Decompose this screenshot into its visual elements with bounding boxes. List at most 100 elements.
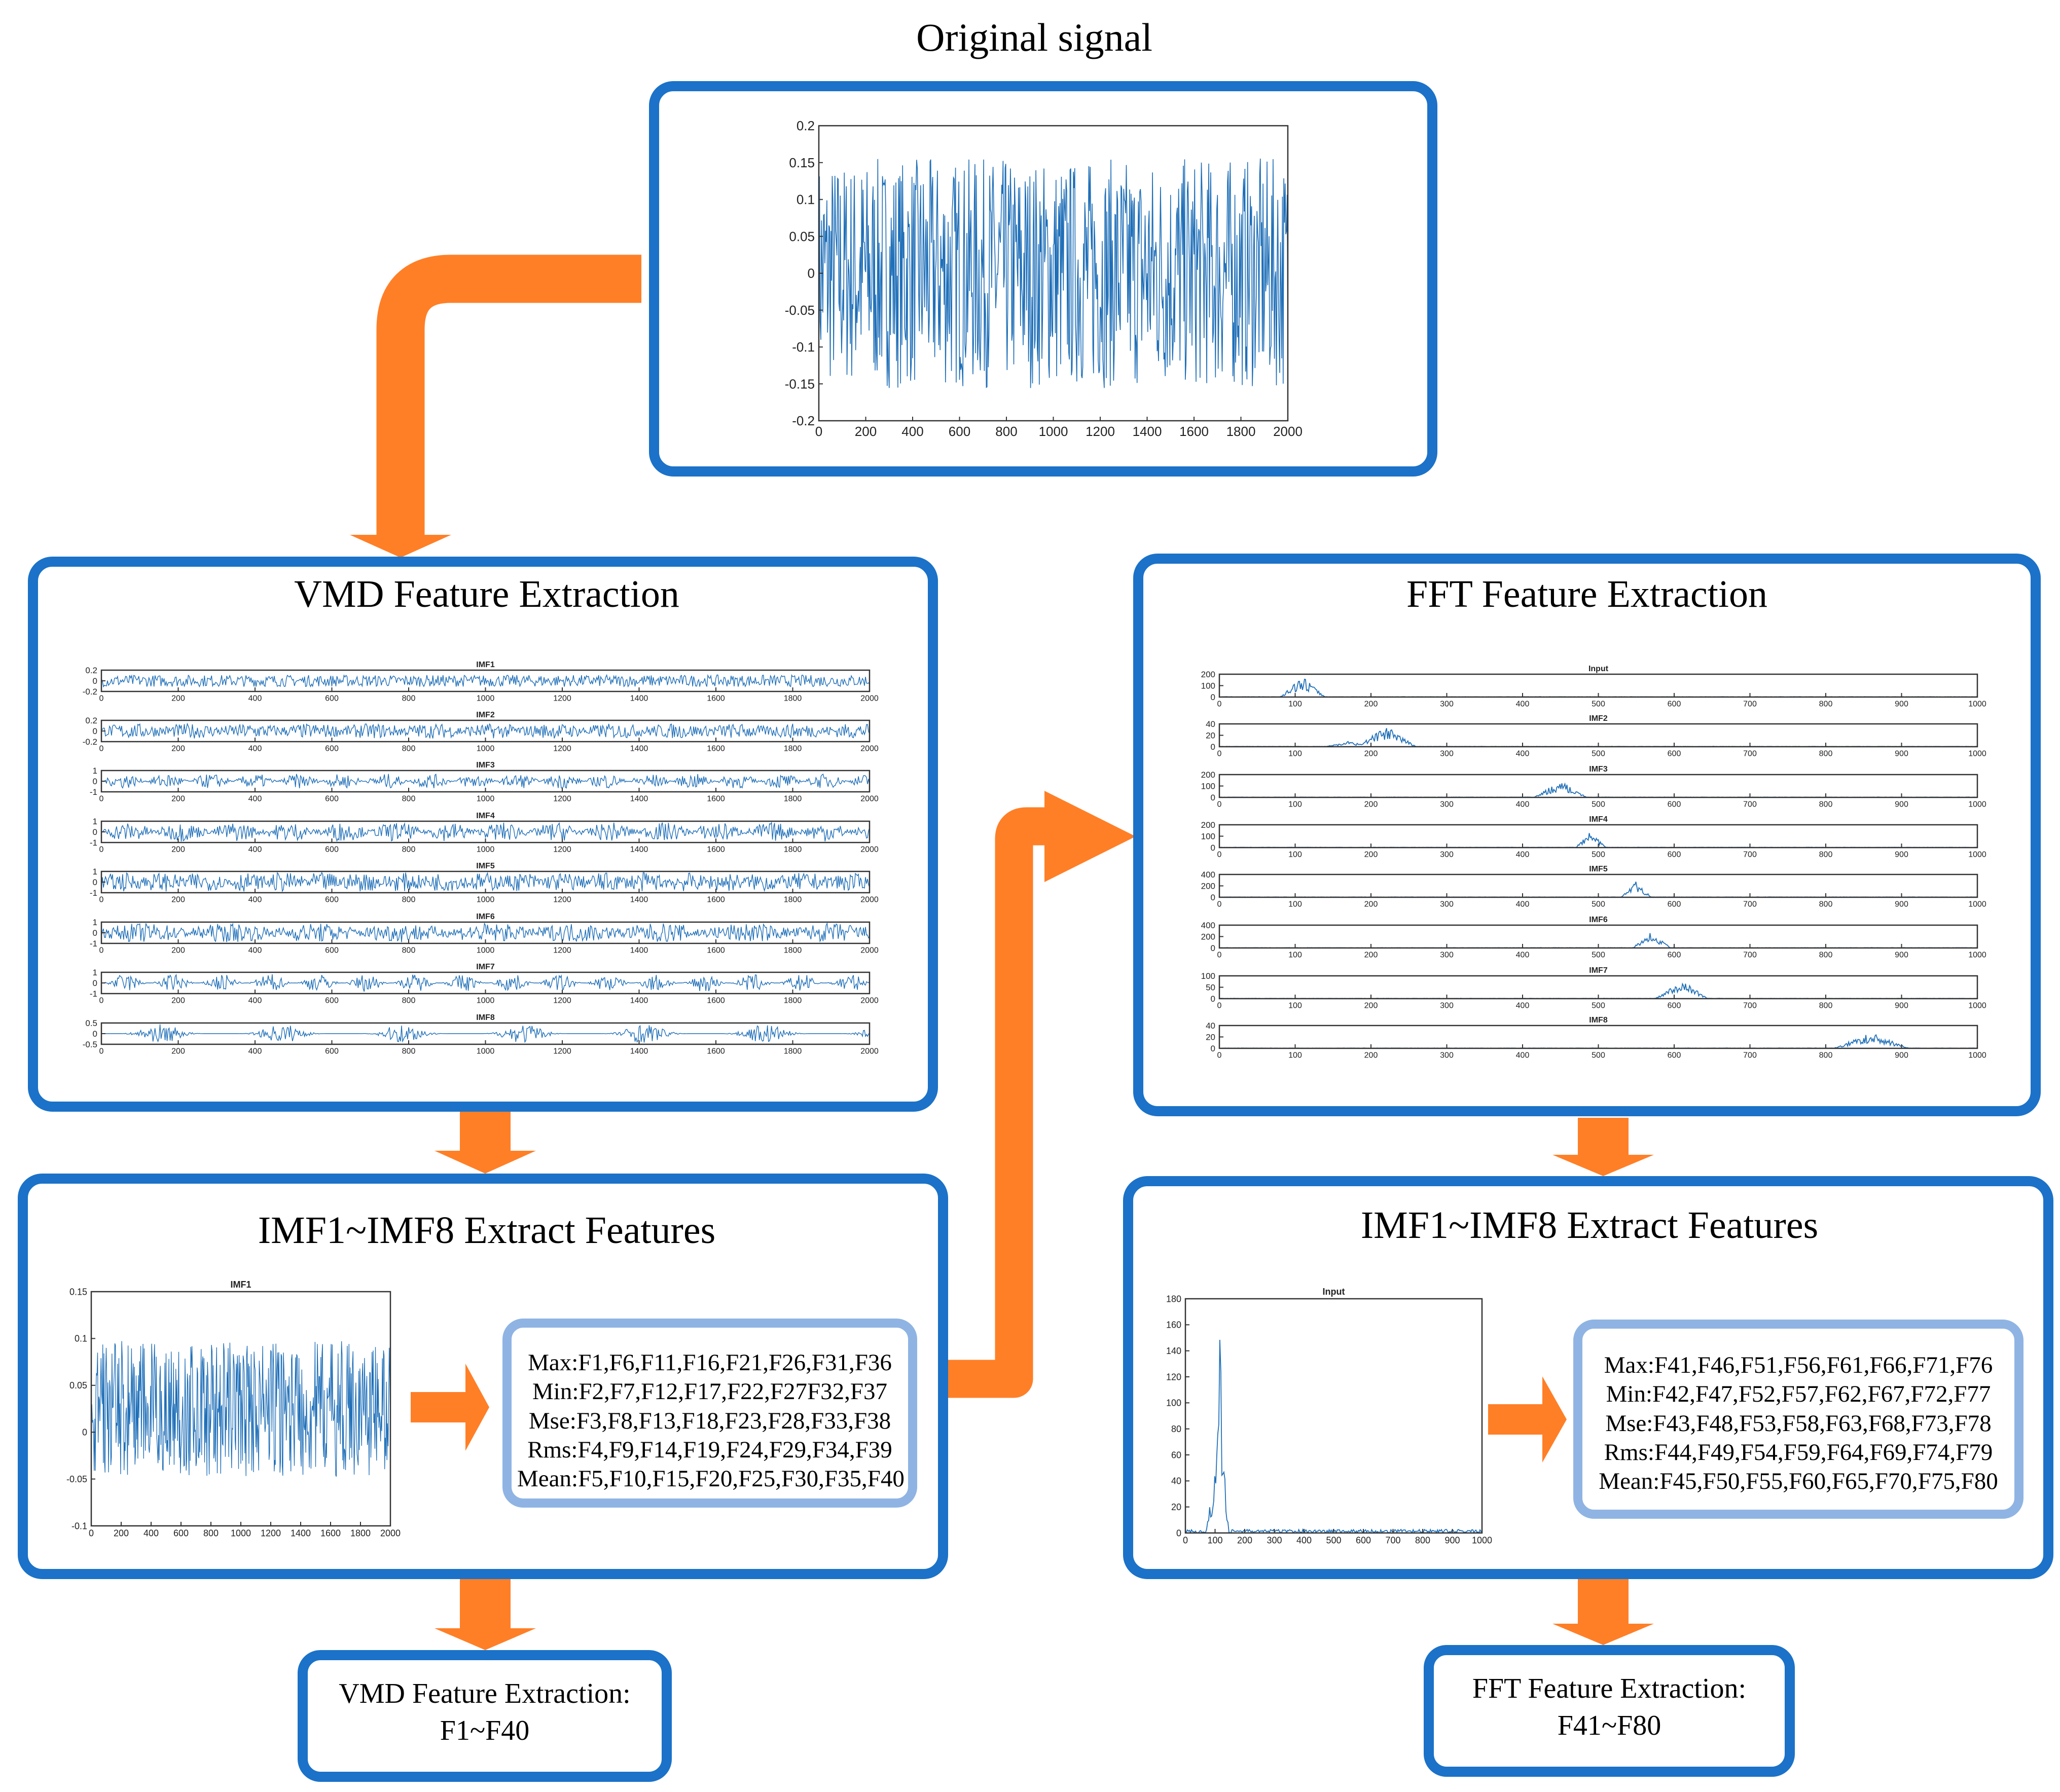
vmd-extract-plot-title: IMF1 — [230, 1279, 251, 1290]
vmd-panel-xtick-label: 200 — [171, 744, 185, 753]
fft-panel-xtick-label: 500 — [1592, 1001, 1605, 1010]
vmd-panel-line — [101, 1024, 870, 1043]
fft-panel-xtick-label: 100 — [1288, 749, 1302, 758]
vmd-panel-xtick-label: 600 — [325, 744, 339, 753]
vmd-panel-title: IMF2 — [476, 711, 495, 719]
fft-panel-xtick-label: 300 — [1440, 950, 1454, 959]
original-xtick-label: 1400 — [1133, 424, 1162, 439]
fft-panel-xtick-label: 300 — [1440, 749, 1454, 758]
vmd-panel-xtick-label: 0 — [99, 895, 104, 904]
vmd-panel-xtick-label: 1600 — [707, 895, 725, 904]
vmd-panel-xtick-label: 0 — [99, 744, 104, 753]
fft-panel-xtick-label: 600 — [1668, 800, 1681, 809]
fft-panel-xtick-label: 600 — [1668, 850, 1681, 859]
fft-panel-ytick-label: 200 — [1201, 881, 1215, 891]
fft-panel-ytick-label: 400 — [1201, 870, 1215, 880]
arrow-fft-final-shaft — [1578, 1577, 1629, 1625]
vmd-panel-xtick-label: 2000 — [860, 744, 879, 753]
fft-extract-plot-xtick-label: 0 — [1183, 1535, 1188, 1546]
fft-extract-plot-xtick-label: 600 — [1356, 1535, 1371, 1546]
original-signal-line — [818, 158, 1288, 389]
fft-panel-xtick-label: 400 — [1516, 950, 1530, 959]
fft-panel-ytick-label: 100 — [1201, 781, 1215, 791]
fft-panel-xtick-label: 900 — [1895, 850, 1908, 859]
fft-panel-ytick-label: 100 — [1201, 971, 1215, 981]
vmd-extract-plot-ytick-label: 0.15 — [69, 1287, 87, 1297]
vmd-panel-xtick-label: 800 — [402, 794, 416, 803]
vmd-panel-xtick-label: 800 — [402, 1047, 416, 1055]
fft-extract-plot-xtick-label: 1000 — [1472, 1535, 1492, 1546]
vmd-panel-xtick-label: 800 — [402, 946, 416, 955]
fft-panel-xtick-label: 400 — [1516, 749, 1530, 758]
vmd-panel-ytick-label: -0.5 — [83, 1040, 97, 1049]
fft-panel-xtick-label: 500 — [1592, 900, 1605, 908]
arrow-vmd-down-shaft — [460, 1110, 511, 1151]
vmd-panel-xtick-label: 1400 — [630, 895, 648, 904]
fft-panel-title: IMF6 — [1589, 916, 1608, 924]
fft-panel-ytick-label: 200 — [1201, 820, 1215, 830]
vmd-panel-xtick-label: 800 — [402, 996, 416, 1005]
fft-panel-xtick-label: 1000 — [1968, 800, 1986, 809]
fft-panel-xtick-label: 700 — [1743, 700, 1757, 708]
fft-panel-ytick-label: 0 — [1211, 994, 1215, 1004]
vmd-panel-xtick-label: 200 — [171, 996, 185, 1005]
fft-panel-xtick-label: 800 — [1819, 700, 1833, 708]
vmd-panel-xtick-label: 1600 — [707, 694, 725, 703]
vmd-panel-xtick-label: 1400 — [630, 845, 648, 854]
fft-panel-xtick-label: 0 — [1217, 749, 1222, 758]
vmd-extract-plot-xtick-label: 1800 — [350, 1528, 371, 1539]
fft-panel-xtick-label: 700 — [1743, 850, 1757, 859]
vmd-panel-title: IMF8 — [476, 1013, 495, 1022]
vmd-panel-xtick-label: 1800 — [784, 845, 802, 854]
arrow-vmd-final-head — [435, 1628, 536, 1650]
vmd-extract-plot-xtick-label: 1200 — [261, 1528, 281, 1539]
original-ytick-label: -0.15 — [785, 376, 815, 391]
vmd-panel-xtick-label: 1200 — [553, 694, 571, 703]
fft-panel-ytick-label: 0 — [1211, 893, 1215, 902]
vmd-panel-ytick-label: -0.2 — [83, 687, 97, 697]
vmd-panel-xtick-label: 1600 — [707, 744, 725, 753]
original-ytick-label: -0.2 — [792, 413, 815, 428]
arrow-fft-plot-to-list-shaft — [1488, 1404, 1549, 1435]
fft-panel-xtick-label: 500 — [1592, 700, 1605, 708]
fft-panel-xtick-label: 800 — [1819, 950, 1833, 959]
original-ytick-label: 0.15 — [789, 155, 815, 170]
vmd-panel-xtick-label: 600 — [325, 946, 339, 955]
fft-box — [1133, 554, 2041, 1116]
fft-panel-xtick-label: 100 — [1288, 1001, 1302, 1010]
vmd-panel-ytick-label: -0.2 — [83, 737, 97, 747]
arrow-fft-down-head — [1552, 1155, 1654, 1176]
original-xtick-label: 0 — [815, 424, 822, 439]
fft-panel-xtick-label: 200 — [1364, 800, 1378, 809]
vmd-panel-line — [101, 821, 870, 842]
vmd-panel-xtick-label: 1600 — [707, 996, 725, 1005]
fft-extract-plot-xtick-label: 900 — [1444, 1535, 1460, 1546]
vmd-panel-line — [101, 773, 870, 789]
fft-panel-xtick-label: 1000 — [1968, 950, 1986, 959]
fft-panel-ytick-label: 40 — [1206, 719, 1215, 729]
vmd-panel-xtick-label: 1600 — [707, 845, 725, 854]
vmd-panel-title: IMF3 — [476, 761, 495, 770]
vmd-panel-ytick-label: -1 — [90, 787, 97, 797]
vmd-panel-ytick-label: -1 — [90, 838, 97, 848]
fft-panel-xtick-label: 400 — [1516, 900, 1530, 908]
fft-extract-plot-xtick-label: 400 — [1296, 1535, 1312, 1546]
fft-panel-xtick-label: 900 — [1895, 700, 1908, 708]
vmd-extract-plot-xtick-label: 2000 — [380, 1528, 401, 1539]
fft-panel-xtick-label: 700 — [1743, 749, 1757, 758]
vmd-panel-xtick-label: 0 — [99, 845, 104, 854]
fft-panel-ytick-label: 0 — [1211, 943, 1215, 953]
vmd-panel-xtick-label: 400 — [248, 946, 262, 955]
fft-panel-xtick-label: 300 — [1440, 850, 1454, 859]
original-ytick-label: 0 — [808, 266, 815, 281]
vmd-panel-xtick-label: 200 — [171, 946, 185, 955]
vmd-panel-xtick-label: 2000 — [860, 996, 879, 1005]
vmd-panel-line — [101, 674, 870, 688]
vmd-panel-xtick-label: 600 — [325, 1047, 339, 1055]
vmd-panel-xtick-label: 400 — [248, 895, 262, 904]
fft-panel-xtick-label: 0 — [1217, 800, 1222, 809]
fft-panel-xtick-label: 700 — [1743, 1001, 1757, 1010]
fft-panel-ytick-label: 20 — [1206, 730, 1215, 740]
vmd-panel-xtick-label: 2000 — [860, 845, 879, 854]
fft-panel-title: IMF3 — [1589, 765, 1608, 774]
